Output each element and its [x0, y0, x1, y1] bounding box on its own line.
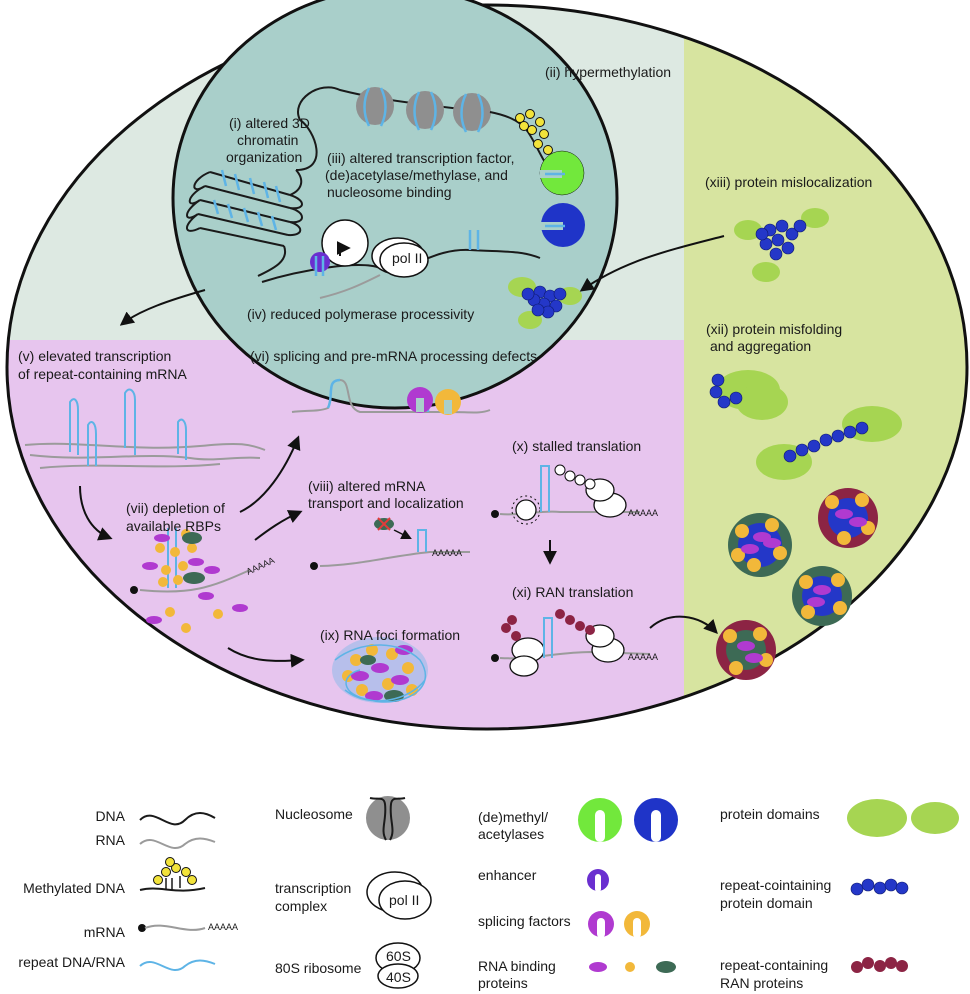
legend-40s-label: 40S: [386, 969, 411, 985]
nuclear-aggregate: [508, 277, 582, 329]
legend-ran-line1: repeat-containing: [720, 957, 828, 973]
label-i-line3: organization: [226, 149, 302, 165]
legend-domains-icon: [847, 799, 959, 837]
legend-nucleosome-icon: [366, 796, 410, 841]
legend-ribosome-label: 80S ribosome: [275, 960, 362, 976]
legend-repeat-domain-line1: repeat-cointaining: [720, 877, 831, 893]
legend-ran-line2: RAN proteins: [720, 975, 803, 991]
legend-repeat-domain-icon: [850, 878, 909, 896]
label-iv: (iv) reduced polymerase processivity: [247, 306, 474, 322]
legend-60s-label: 60S: [386, 948, 411, 964]
legend-nucleosome-label: Nucleosome: [275, 806, 353, 822]
legend-splicing-label: splicing factors: [478, 913, 571, 929]
legend-repeat-label: repeat DNA/RNA: [18, 954, 125, 970]
repeat-transcripts: [24, 388, 266, 469]
label-iii-line3: nucleosome binding: [327, 184, 452, 200]
label-vii-line1: (vii) depletion of: [126, 500, 225, 516]
legend-repeat-line: [139, 959, 216, 972]
label-i-line1: (i) altered 3D: [229, 115, 310, 131]
legend-domains-label: protein domains: [720, 806, 820, 822]
label-x: (x) stalled translation: [512, 438, 641, 454]
legend: DNA RNA Methylated DNA mRNA AAAAA repeat…: [18, 796, 959, 991]
label-xi: (xi) RAN translation: [512, 584, 633, 600]
nucleosomes: [356, 87, 561, 179]
rna-foci: [332, 637, 428, 703]
process-arrows: [79, 235, 725, 668]
svg-text:(de)methyl/acetylases: (de)methyl/acetylases: [478, 809, 548, 842]
legend-dna-label: DNA: [95, 808, 125, 824]
legend-mrna-icon: AAAAA: [138, 922, 238, 932]
legend-splicing-icon: [588, 911, 650, 938]
aggregates: [716, 488, 878, 680]
polya-label-viii: AAAAA: [432, 548, 462, 558]
legend-transcription-line1: transcription: [275, 880, 351, 896]
transcription-complex: [310, 219, 480, 299]
legend-enhancer-label: enhancer: [478, 867, 537, 883]
legend-mrna-label: mRNA: [84, 924, 126, 940]
legend-methylated-icon: [139, 857, 206, 892]
label-ix: (ix) RNA foci formation: [320, 627, 460, 643]
nucleus-enzymes: [539, 150, 585, 247]
label-i-line2: chromatin: [237, 132, 298, 148]
label-vi: (vi) splicing and pre-mRNA processing de…: [250, 348, 537, 364]
rbp-cluster: [130, 528, 251, 633]
label-vii-line2: available RBPs: [126, 518, 221, 534]
legend-repeat-domain-line2: protein domain: [720, 895, 813, 911]
label-iii-line1: (iii) altered transcription factor,: [327, 150, 515, 166]
cell-outline: [5, 3, 969, 731]
label-xiii: (xiii) protein mislocalization: [705, 174, 872, 190]
nucleus: [171, 0, 619, 410]
ran-translation: [491, 609, 651, 677]
legend-ribosome-icon: 60S 40S: [375, 942, 421, 989]
label-v-line2: of repeat-containing mRNA: [18, 366, 188, 382]
label-iii-line2: (de)acetylase/methylase, and: [325, 167, 508, 183]
legend-transcription-line2: complex: [275, 898, 327, 914]
polya-label-x: AAAAA: [628, 508, 658, 518]
pol-ii-label: pol II: [392, 250, 422, 266]
legend-rbp-line2: proteins: [478, 975, 528, 991]
legend-ran-icon: [851, 957, 908, 973]
label-viii-line2: transport and localization: [308, 495, 464, 511]
legend-enzymes-line1: (de)methyl/: [478, 809, 548, 825]
legend-methylated-label: Methylated DNA: [23, 880, 126, 896]
legend-enzymes-icon: [578, 798, 678, 842]
methylation-marks: [515, 109, 553, 155]
label-v-line1: (v) elevated transcription: [18, 348, 171, 364]
stalled-translation: [491, 464, 640, 525]
label-ii: (ii) hypermethylation: [545, 64, 671, 80]
legend-polya-label: AAAAA: [208, 922, 238, 932]
legend-rbp-icon: [589, 961, 676, 973]
polya-label-xi: AAAAA: [628, 652, 658, 662]
svg-text:(iii) altered transcription fa: (iii) altered transcription factor,(de)a…: [325, 150, 515, 200]
mislocalized-protein: [734, 208, 829, 282]
legend-pol-label: pol II: [389, 892, 419, 908]
legend-rna-line: [139, 837, 216, 850]
legend-rbp-line1: RNA binding: [478, 958, 556, 974]
chromatin-repeat-ticks: [212, 169, 282, 231]
legend-transcription-icon: pol II: [366, 871, 432, 920]
legend-dna-line: [139, 812, 216, 826]
label-viii-line1: (viii) altered mRNA: [308, 478, 426, 494]
legend-enhancer-icon: [587, 869, 609, 892]
transport-mrna: [310, 517, 470, 570]
misfolded-proteins: [709, 370, 902, 480]
legend-rna-label: RNA: [95, 832, 125, 848]
splicing-rna: [291, 378, 491, 415]
legend-enzymes-line2: acetylases: [478, 826, 544, 842]
label-xii-line1: (xii) protein misfolding: [706, 321, 842, 337]
label-xii-line2: and aggregation: [710, 338, 811, 354]
